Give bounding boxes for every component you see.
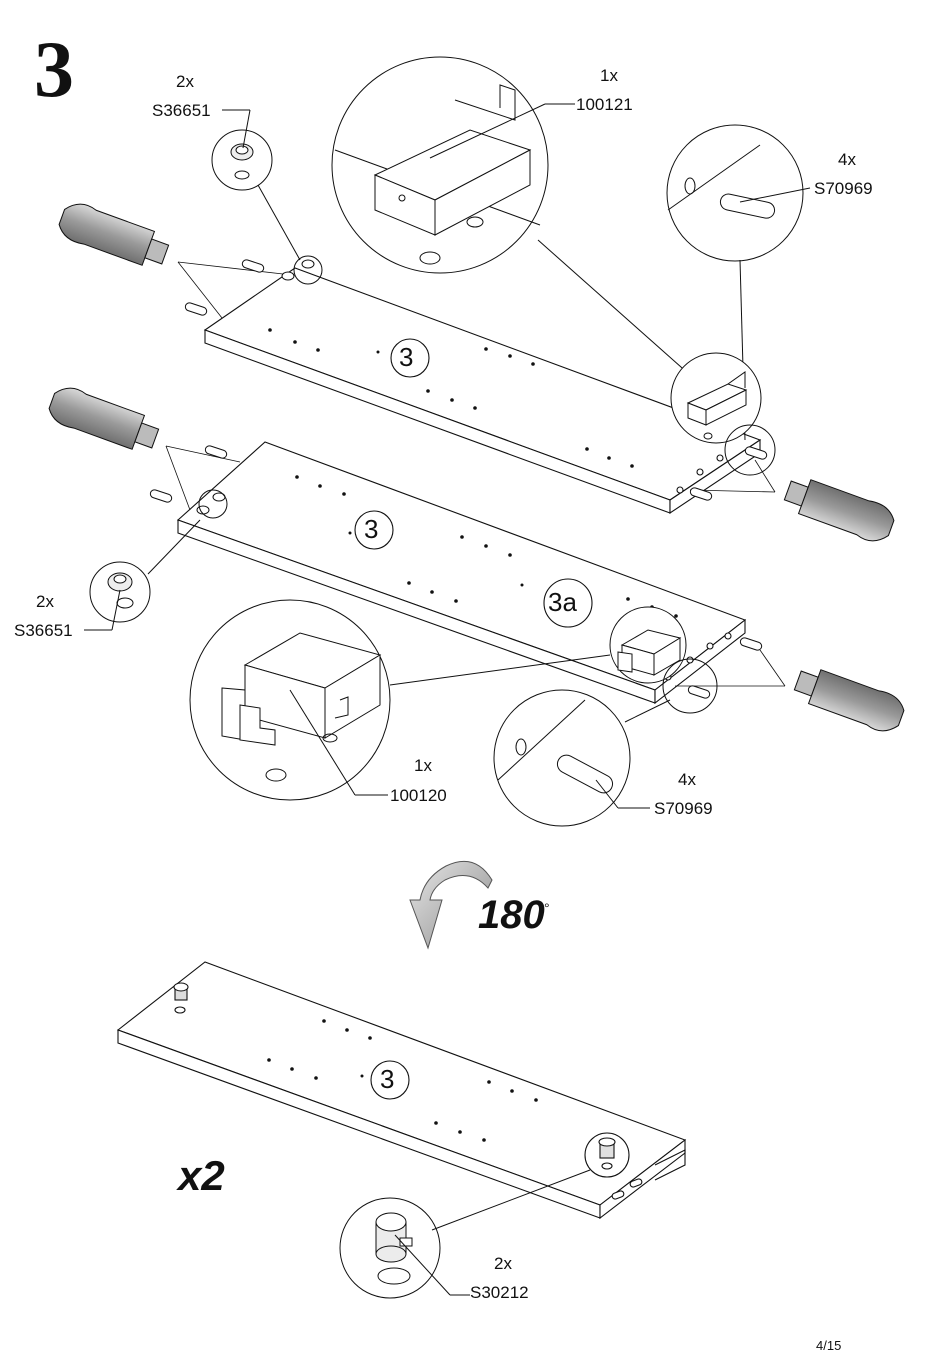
dowel-icon (149, 259, 768, 699)
left-connector-qty: 2x (36, 592, 54, 611)
top-connector-qty: 2x (176, 72, 194, 91)
top-dowel-part: S70969 (814, 179, 873, 198)
bracket-icon (670, 352, 776, 476)
bottom-cam-qty: 2x (494, 1254, 512, 1273)
callout-top-connector (211, 109, 301, 261)
lower-bracket-part: 100120 (390, 786, 447, 805)
lower-dowel-part: S70969 (654, 799, 713, 818)
top-connector-part: S36651 (152, 101, 211, 120)
quantity-multiplier: x2 (178, 1152, 225, 1199)
top-bracket-qty: 1x (600, 66, 618, 85)
callout-lower-dowel (493, 689, 671, 827)
rotation-unit: ° (544, 900, 550, 916)
bottom-cam-part: S30212 (470, 1283, 529, 1302)
bracket-icon (609, 606, 718, 714)
lower-bracket-qty: 1x (414, 756, 432, 775)
page-indicator: 4/15 (816, 1338, 842, 1353)
glue-bottle-icon (48, 203, 905, 732)
panel-b-sub-label: 3a (548, 587, 577, 617)
callout-lower-bracket (189, 599, 611, 801)
callout-left-connector (84, 519, 201, 631)
top-dowel-qty: 4x (838, 150, 856, 169)
panel-c (116, 961, 687, 1220)
panel-c-label: 3 (380, 1064, 395, 1094)
panel-b-label: 3 (364, 514, 379, 544)
callout-top-bracket (331, 56, 691, 376)
top-bracket-part: 100121 (576, 95, 633, 114)
rotate-arrow-icon (409, 860, 493, 950)
panel-a (203, 267, 762, 515)
step-number: 3 (34, 26, 74, 114)
cam-lock-icon (339, 1169, 591, 1299)
connector-bolt-icon (196, 255, 323, 519)
rotation-value: 180 (478, 893, 545, 937)
panel-a-label: 3 (399, 342, 414, 372)
lower-dowel-qty: 4x (678, 770, 696, 789)
left-connector-part: S36651 (14, 621, 73, 640)
panel-b (176, 441, 747, 705)
